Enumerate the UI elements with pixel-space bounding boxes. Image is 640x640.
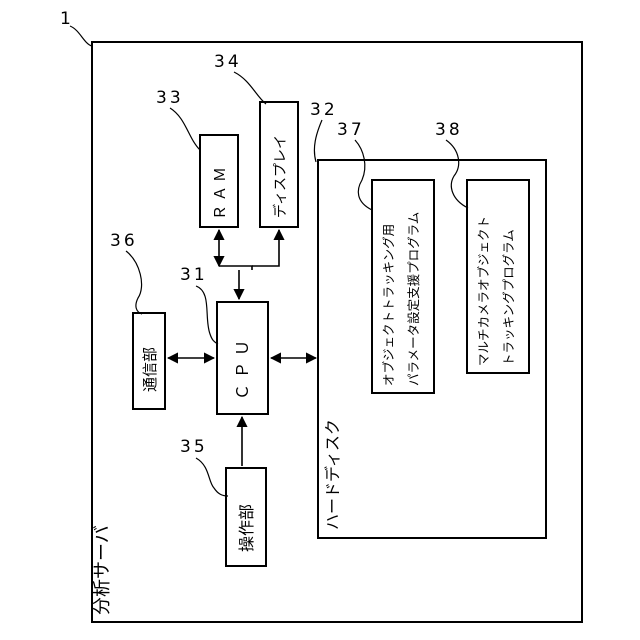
ref-34: 34 <box>214 52 242 72</box>
program-37-line1: オブジェクトトラッキング用 <box>381 224 396 386</box>
figure-leader <box>70 26 92 46</box>
program-38-line1: マルチカメラオブジェクト <box>476 216 491 366</box>
ref-31: 31 <box>180 265 208 285</box>
ref-33: 33 <box>156 88 184 108</box>
hard-disk-label: ハードディスク <box>323 419 342 530</box>
ref-32: 32 <box>310 100 338 120</box>
comm-unit-label: 通信部 <box>141 347 159 392</box>
server-label: 分析サーバ <box>92 525 113 615</box>
program-38-line2: トラッキングプログラム <box>501 229 516 366</box>
cpu-label: ＣＰＵ <box>233 334 252 400</box>
program-37-line2: パラメータ設定支援プログラム <box>406 212 421 386</box>
ref-37: 37 <box>337 120 365 140</box>
ram-label: ＲＡＭ <box>211 163 229 220</box>
figure-number: 1 <box>60 9 74 29</box>
ref-38: 38 <box>435 120 463 140</box>
input-unit-label: 操作部 <box>237 504 256 552</box>
display-label: ディスプレイ <box>272 135 289 218</box>
ref-36: 36 <box>110 231 138 251</box>
ref-35: 35 <box>180 437 208 457</box>
